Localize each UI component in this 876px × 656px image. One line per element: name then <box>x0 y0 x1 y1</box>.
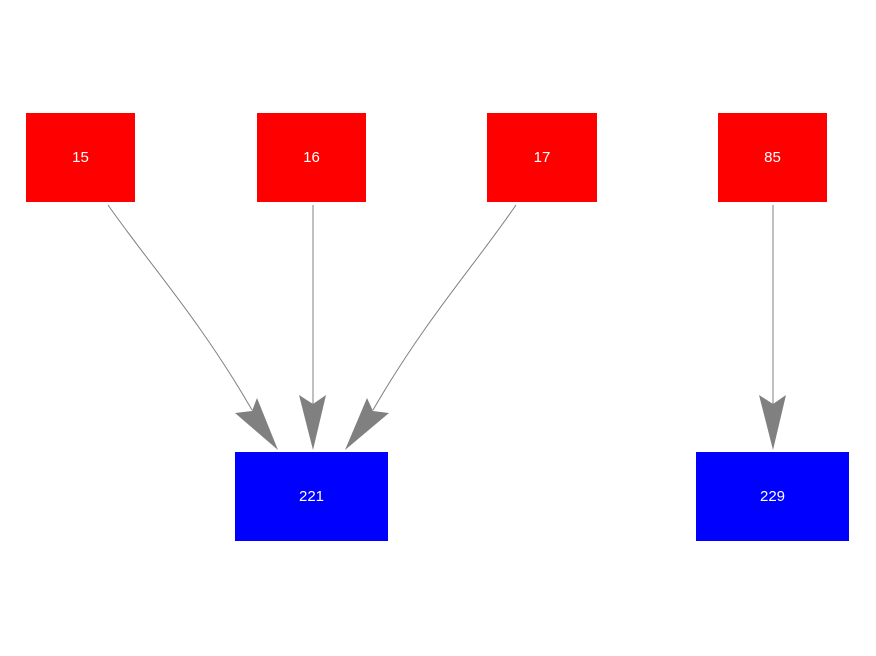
node-16[interactable]: 16 <box>257 113 366 202</box>
edge-17-221 <box>345 204 517 450</box>
node-label: 229 <box>759 488 786 505</box>
node-label: 17 <box>533 149 551 166</box>
node-17[interactable]: 17 <box>487 113 597 202</box>
edge-16-221 <box>299 205 326 450</box>
node-229[interactable]: 229 <box>696 452 849 541</box>
node-label: 16 <box>303 149 320 166</box>
edge-85-229 <box>759 205 786 450</box>
node-85[interactable]: 85 <box>718 113 827 202</box>
node-label: 221 <box>298 488 325 505</box>
node-15[interactable]: 15 <box>26 113 135 202</box>
edge-15-221 <box>107 204 278 450</box>
node-label: 85 <box>764 149 781 166</box>
node-221[interactable]: 221 <box>235 452 388 541</box>
node-label: 15 <box>72 149 89 166</box>
